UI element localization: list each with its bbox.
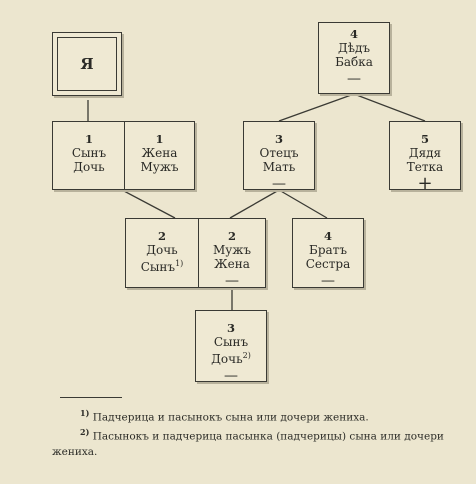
uncle-aunt-degree: 5 [420, 132, 429, 146]
father-mother-cell: 3 Отецъ Мать — [244, 122, 314, 192]
daughter-son-line2-wrap: Сынъ1) [141, 257, 184, 274]
father-mother-line2: Мать [262, 160, 296, 174]
uncle-aunt-cell: 5 Дядя Тетка + [390, 122, 460, 194]
daughter-husband-box: 2 Дочь Сынъ1) 2 Мужъ Жена — [125, 218, 266, 289]
son-wife-box: 1 Сынъ Дочь 1 Жена Мужъ [52, 121, 195, 190]
son-daughter-cell: 1 Сынъ Дочь [53, 122, 125, 189]
brother-sister-cell: 4 Братъ Сестра — [293, 219, 363, 289]
footnote-rule [60, 397, 122, 398]
grandchild-line2-wrap: Дочь2) [211, 349, 251, 366]
connector-son-daughter [121, 189, 176, 219]
footnote-2-mark: 2) [80, 427, 90, 437]
son-daughter-line1: Сынъ [71, 146, 107, 160]
grandchild-cell: 3 Сынъ Дочь2) — [196, 311, 266, 384]
brother-sister-line2: Сестра [305, 257, 351, 271]
brother-sister-line1: Братъ [309, 243, 347, 257]
grandchild-line1: Сынъ [213, 335, 249, 349]
wife-husband-line2: Мужъ [140, 160, 179, 174]
husband-wife-line1: Мужъ [212, 243, 252, 257]
husband-wife-line2: Жена [214, 257, 250, 271]
father-mother-line1: Отецъ [259, 146, 299, 160]
footnote-1-text: Падчерица и пасынокъ сына или дочери жен… [92, 411, 369, 424]
connector-grandparents-uncle [353, 93, 426, 122]
footnote-2: 2) Пасынокъ и падчерица пасынка (падчери… [52, 425, 466, 460]
grandparents-box: 4 Дѣдъ Бабка — [318, 22, 390, 94]
son-wife-divider [124, 122, 125, 189]
footnote-2-text: Пасынокъ и падчерица пасынка (падчерицы)… [52, 430, 444, 458]
grandchild-mark: — [224, 368, 238, 384]
grandparents-degree: 4 [349, 27, 358, 41]
daughter-son-line1: Дочь [146, 243, 178, 257]
daughter-son-degree: 2 [157, 229, 166, 243]
footnote-1: 1) Падчерица и пасынокъ сына или дочери … [52, 406, 476, 426]
uncle-aunt-box: 5 Дядя Тетка + [389, 121, 461, 194]
wife-husband-cell: 1 Жена Мужъ [125, 122, 194, 189]
husband-wife-mark: — [225, 273, 239, 289]
self-label: Я [57, 37, 117, 91]
grandparents-line1: Дѣдъ [337, 41, 370, 55]
brother-sister-degree: 4 [323, 229, 332, 243]
daughter-son-line2: Сынъ [140, 260, 176, 274]
son-daughter-line2: Дочь [73, 160, 105, 174]
daughter-son-cell: 2 Дочь Сынъ1) [126, 219, 198, 287]
footnote-1-mark: 1) [80, 408, 90, 418]
self-box: Я [52, 32, 122, 96]
connector-grandparents-father [278, 93, 355, 122]
grandparents-cell: 4 Дѣдъ Бабка — [319, 23, 389, 93]
husband-wife-degree: 2 [227, 229, 236, 243]
brother-sister-box: 4 Братъ Сестра — [292, 218, 364, 289]
uncle-aunt-line2: Тетка [406, 160, 444, 174]
husband-wife-cell: 2 Мужъ Жена — [199, 219, 265, 289]
grandchild-footnote-ref: 2) [242, 351, 251, 360]
daughter-husband-divider [198, 219, 199, 287]
daughter-son-footnote-ref: 1) [175, 259, 184, 268]
grandparents-mark: — [347, 71, 361, 87]
grandchild-box: 3 Сынъ Дочь2) — [195, 310, 267, 384]
connector-father-husband [229, 189, 280, 219]
son-daughter-degree: 1 [84, 132, 93, 146]
father-mother-mark: — [272, 176, 286, 192]
brother-sister-mark: — [321, 273, 335, 289]
wife-husband-line1: Жена [141, 146, 178, 160]
wife-husband-degree: 1 [155, 132, 164, 146]
uncle-aunt-mark: + [417, 173, 433, 194]
grandchild-line2: Дочь [211, 352, 243, 366]
father-mother-degree: 3 [274, 132, 283, 146]
father-mother-box: 3 Отецъ Мать — [243, 121, 315, 192]
uncle-aunt-line1: Дядя [408, 146, 442, 160]
grandparents-line2: Бабка [335, 55, 373, 69]
grandchild-degree: 3 [226, 321, 235, 335]
connector-father-brother [278, 189, 328, 219]
